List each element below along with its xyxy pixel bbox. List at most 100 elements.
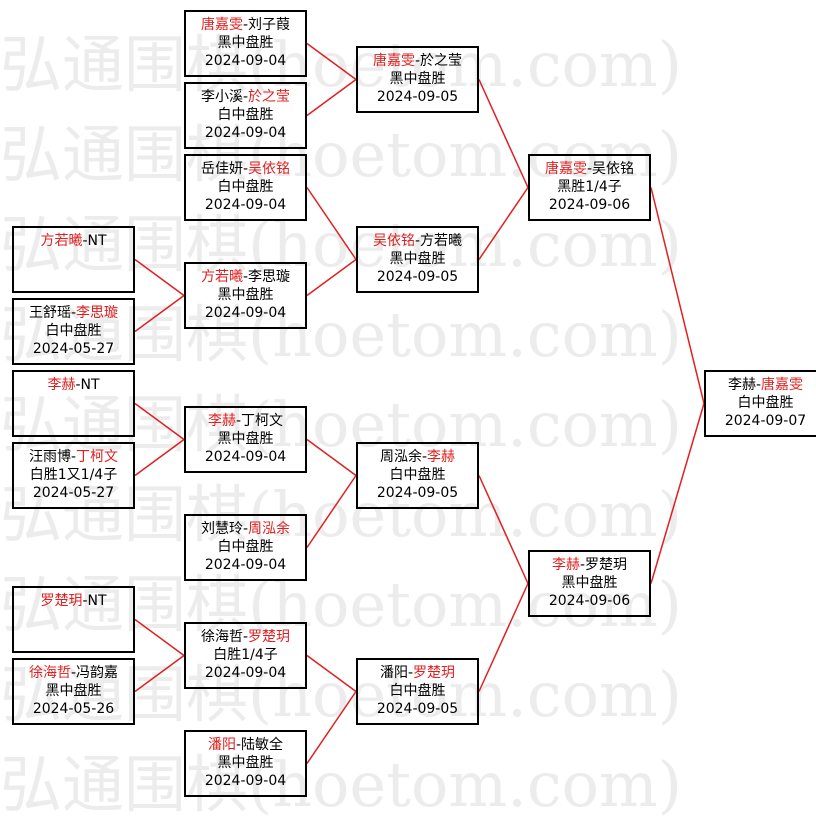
separator: - [407, 665, 414, 681]
match-date: 2024-09-05 [376, 485, 459, 501]
match-players: 唐嘉雯-刘子葭 [186, 16, 305, 34]
connector-line [306, 258, 357, 297]
match-players: 徐海哲-冯韵嘉 [14, 664, 133, 682]
match-date: 2024-09-04 [204, 449, 287, 465]
match-date: 2024-09-04 [204, 305, 287, 321]
match-players: 王舒瑶-李思璇 [14, 304, 133, 322]
player-white: 丁柯文 [76, 449, 119, 465]
player-black: 吴依铭 [372, 233, 415, 249]
match-date: 2024-09-04 [204, 773, 287, 789]
player-white: 李思璇 [76, 305, 119, 321]
player-black: 徐海哲 [28, 665, 71, 681]
match-players: 潘阳-陆敏全 [186, 736, 305, 754]
match-players: 岳佳妍-吴依铭 [186, 160, 305, 178]
separator: - [235, 413, 242, 429]
separator: - [82, 233, 88, 249]
player-black: 潘阳 [379, 665, 408, 681]
connector-line [306, 691, 357, 764]
player-white: NT [80, 377, 100, 393]
player-white: 罗楚玥 [585, 557, 628, 573]
player-white: 丁柯文 [241, 413, 284, 429]
match-result: 黑中盘胜 [389, 71, 446, 87]
match-result: 黑中盘胜 [561, 575, 618, 591]
match-result: 黑胜1/4子 [557, 179, 622, 195]
player-white: 李赫 [427, 449, 456, 465]
match-players: 徐海哲-罗楚玥 [186, 628, 305, 646]
player-white: 陆敏全 [241, 737, 284, 753]
match-date: 2024-09-04 [204, 53, 287, 69]
connector-line [650, 187, 705, 404]
player-white: 刘子葭 [248, 17, 291, 33]
match-date: 2024-09-04 [204, 197, 287, 213]
match-box: 李赫-NT [12, 370, 135, 437]
separator: - [235, 737, 242, 753]
match-date: 2024-09-06 [548, 593, 631, 609]
match-box: 徐海哲-冯韵嘉黑中盘胜 2024-05-26 [12, 658, 135, 725]
player-white: 唐嘉雯 [761, 377, 804, 393]
separator: - [75, 377, 81, 393]
connector-line [478, 583, 529, 692]
player-black: 方若曦 [200, 269, 243, 285]
player-white: 冯韵嘉 [76, 665, 119, 681]
connector-line [306, 654, 357, 693]
separator: - [70, 305, 77, 321]
match-result: 白中盘胜 [45, 323, 102, 339]
connector-line [306, 78, 357, 117]
separator: - [755, 377, 762, 393]
connector-line [478, 475, 529, 584]
connector-line [134, 618, 185, 657]
match-result: 黑中盘胜 [217, 755, 274, 771]
match-result: 黑中盘胜 [45, 683, 102, 699]
connector-line [478, 187, 529, 260]
player-white: 罗楚玥 [413, 665, 456, 681]
player-black: 刘慧玲 [200, 521, 243, 537]
match-date: 2024-09-04 [204, 125, 287, 141]
match-players: 方若曦-NT [14, 232, 133, 250]
match-players: 潘阳-罗楚玥 [358, 664, 477, 682]
separator: - [242, 17, 249, 33]
match-box: 潘阳-陆敏全黑中盘胜 2024-09-04 [184, 730, 307, 797]
match-result: 白中盘胜 [737, 395, 794, 411]
player-white: 吴依铭 [592, 161, 635, 177]
match-result: 白胜1又1/4子 [29, 467, 118, 483]
match-players: 李赫-罗楚玥 [530, 556, 649, 574]
match-date: 2024-09-04 [204, 665, 287, 681]
match-result: 白中盘胜 [217, 107, 274, 123]
player-white: NT [87, 233, 107, 249]
separator: - [414, 53, 421, 69]
separator: - [242, 269, 249, 285]
match-players: 李赫-NT [14, 376, 133, 394]
player-black: 李赫 [207, 413, 236, 429]
connector-line [134, 294, 185, 333]
connector-line [650, 403, 705, 584]
separator: - [70, 449, 77, 465]
player-black: 徐海哲 [200, 629, 243, 645]
player-black: 李赫 [551, 557, 580, 573]
player-black: 李赫 [47, 377, 76, 393]
connector-line [134, 258, 185, 297]
player-black: 唐嘉雯 [200, 17, 243, 33]
match-date: 2024-05-27 [32, 341, 115, 357]
match-date: 2024-05-26 [32, 701, 115, 717]
match-date: 2024-09-07 [724, 413, 807, 429]
match-players: 李赫-唐嘉雯 [706, 376, 816, 394]
match-result: 黑中盘胜 [389, 251, 446, 267]
match-players: 吴依铭-方若曦 [358, 232, 477, 250]
match-result: 黑中盘胜 [217, 287, 274, 303]
separator: - [242, 89, 249, 105]
match-date: 2024-09-04 [204, 557, 287, 573]
separator: - [586, 161, 593, 177]
match-date: 2024-09-05 [376, 701, 459, 717]
player-white: 李思璇 [248, 269, 291, 285]
